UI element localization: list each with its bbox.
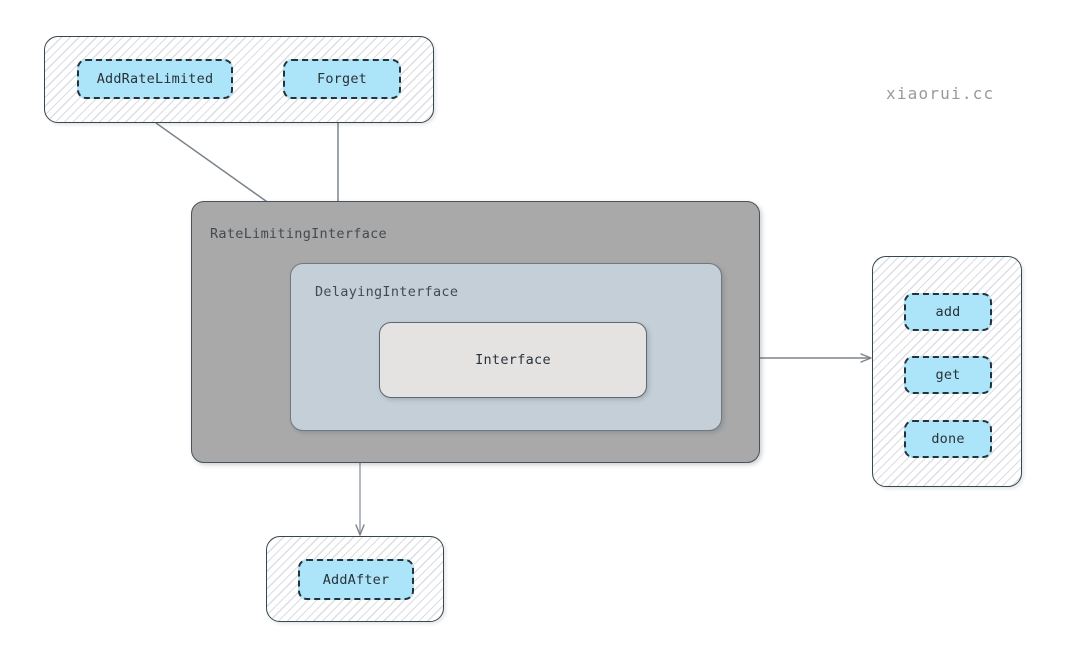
watermark: xiaorui.cc bbox=[886, 84, 995, 103]
chip-add[interactable]: add bbox=[904, 293, 992, 331]
chip-add-rate-limited[interactable]: AddRateLimited bbox=[77, 59, 233, 99]
chip-add-after[interactable]: AddAfter bbox=[298, 559, 414, 600]
chip-done[interactable]: done bbox=[904, 420, 992, 458]
layer-label-rate-limiting-interface: RateLimitingInterface bbox=[210, 226, 387, 242]
chip-label: add bbox=[935, 304, 961, 320]
delaying-methods-group[interactable]: AddAfter bbox=[266, 536, 444, 622]
chip-label: AddRateLimited bbox=[96, 71, 214, 87]
layer-label-interface: Interface bbox=[475, 352, 551, 368]
rate-limiting-methods-group[interactable]: AddRateLimited Forget bbox=[44, 36, 434, 123]
queue-methods-group[interactable]: add get done bbox=[872, 256, 1022, 487]
layer-delaying-interface[interactable]: DelayingInterface Interface bbox=[290, 263, 722, 431]
chip-label: get bbox=[935, 367, 961, 383]
layer-interface[interactable]: Interface bbox=[379, 322, 647, 398]
chip-forget[interactable]: Forget bbox=[283, 59, 401, 99]
chip-label: AddAfter bbox=[322, 571, 390, 588]
chip-label: done bbox=[931, 431, 965, 447]
chip-get[interactable]: get bbox=[904, 356, 992, 394]
layer-rate-limiting-interface[interactable]: RateLimitingInterface DelayingInterface … bbox=[191, 201, 760, 463]
layer-label-delaying-interface: DelayingInterface bbox=[315, 284, 459, 300]
chip-label: Forget bbox=[317, 71, 367, 87]
